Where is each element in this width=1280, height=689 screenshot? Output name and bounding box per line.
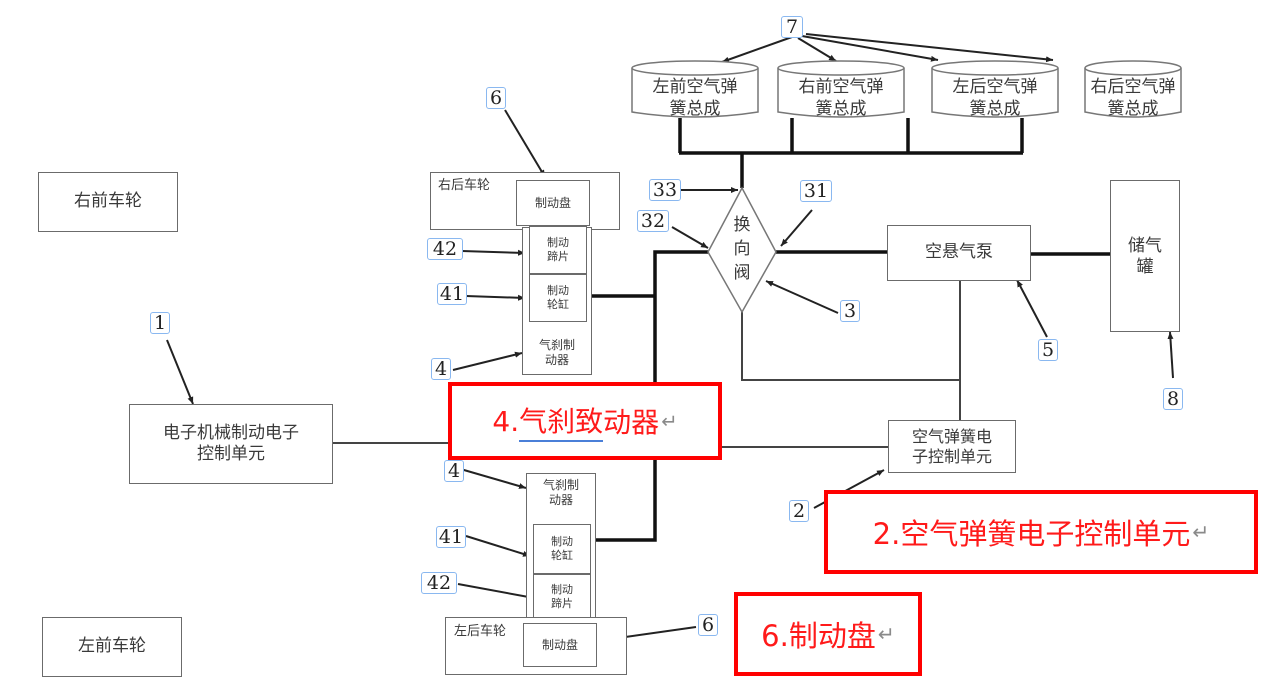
tag-6-bottom: 6 <box>698 614 718 636</box>
cylinder-shape <box>1084 60 1182 118</box>
brake-pad-label-line2: 蹄片 <box>547 250 569 263</box>
cylinder-shape <box>777 60 905 118</box>
tank-label-line2: 罐 <box>1136 257 1154 278</box>
rear-right-wheel-label: 右后车轮 <box>438 178 491 193</box>
wheel-cylinder-bottom: 制动轮缸 <box>533 524 591 574</box>
callout-4-underlined: 气刹致 <box>519 400 604 442</box>
emb-ecu-label-line1: 电子机械制动电子 <box>163 422 299 443</box>
valve-char-3: 阀 <box>733 263 751 283</box>
reversing-valve: 换 向 阀 <box>730 213 754 285</box>
reversing-valve-shape <box>707 186 777 314</box>
rear-left-wheel-label: 左后车轮 <box>454 624 507 639</box>
valve-char-2: 向 <box>733 239 751 259</box>
air-spring-front-left: 左前空气弹簧总成 <box>630 58 760 120</box>
brake-disc-label: 制动盘 <box>541 637 578 652</box>
pump-label: 空悬气泵 <box>925 242 993 263</box>
air-spring-label-line2: 簧总成 <box>969 99 1021 119</box>
tag-1: 1 <box>150 312 170 334</box>
brake-pad-label-line1: 制动 <box>551 583 573 597</box>
air-spring-label-line1: 左前空气弹 <box>652 77 738 97</box>
front-left-wheel: 左前车轮 <box>42 617 182 677</box>
callout-2-text: 2.空气弹簧电子控制单元 <box>872 517 1191 551</box>
emb-ecu-label-line2: 控制单元 <box>197 444 265 464</box>
control-wires <box>333 281 961 448</box>
air-brake-label-line1: 气刹制 <box>538 338 575 352</box>
tag-5: 5 <box>1038 339 1058 361</box>
front-right-wheel-label: 右前车轮 <box>74 191 142 212</box>
air-brake-label-line2: 动器 <box>544 353 569 367</box>
tag-3: 3 <box>840 300 860 322</box>
wheel-cylinder-label-line1: 制动 <box>551 535 573 549</box>
air-ecu-label-line2: 子控制单元 <box>911 446 992 466</box>
tag-4-top: 4 <box>431 358 451 380</box>
wheel-cylinder-label-line2: 轮缸 <box>547 298 569 311</box>
return-mark-icon: ↵ <box>877 622 895 646</box>
tag-2: 2 <box>789 500 809 522</box>
front-right-wheel: 右前车轮 <box>38 172 178 232</box>
tag-4-bottom: 4 <box>444 460 464 482</box>
air-spring-label-line1: 右前空气弹 <box>798 77 884 97</box>
cylinder-shape <box>931 60 1059 118</box>
callout-air-brake-actuator: 4.气刹致动器↵ <box>448 382 722 460</box>
emb-control-unit: 电子机械制动电子控制单元 <box>129 404 333 484</box>
air-spring-label-line1: 左后空气弹 <box>952 77 1038 97</box>
return-mark-icon: ↵ <box>661 409 678 433</box>
tag-33: 33 <box>649 179 681 201</box>
return-mark-icon: ↵ <box>1192 520 1210 544</box>
brake-pad-bottom: 制动蹄片 <box>533 574 591 620</box>
valve-char-1: 换 <box>733 215 751 235</box>
air-brake-label-line2: 动器 <box>548 493 573 507</box>
tag-8: 8 <box>1163 388 1183 410</box>
air-spring-control-unit: 空气弹簧电子控制单元 <box>888 420 1016 473</box>
tag-41-bottom: 41 <box>436 526 466 548</box>
air-tank: 储气罐 <box>1110 180 1180 332</box>
air-spring-label-line2: 簧总成 <box>815 99 867 119</box>
brake-pad-label-line1: 制动 <box>547 236 569 250</box>
air-spring-label-line2: 簧总成 <box>669 99 721 119</box>
air-spring-bus <box>678 118 1024 188</box>
air-spring-label-line2: 簧总成 <box>1107 99 1159 119</box>
air-brake-label-line1: 气刹制 <box>542 478 579 492</box>
callout-brake-disc: 6.制动盘↵ <box>734 592 922 676</box>
callout-air-spring-ecu: 2.空气弹簧电子控制单元↵ <box>824 490 1258 574</box>
tag-42-bottom: 42 <box>421 572 457 594</box>
tag-7: 7 <box>781 16 803 38</box>
callout-4-prefix: 4. <box>492 404 520 438</box>
tag-32: 32 <box>637 210 669 232</box>
callout-6-text: 6.制动盘 <box>761 619 876 653</box>
tag-41-top: 41 <box>437 283 467 305</box>
brake-disc-top: 制动盘 <box>516 180 590 226</box>
wheel-cylinder-label-line1: 制动 <box>547 284 569 298</box>
leader-arrows <box>166 33 1174 643</box>
brake-disc-label: 制动盘 <box>534 195 571 210</box>
tag-6-top: 6 <box>486 87 506 109</box>
front-left-wheel-label: 左前车轮 <box>78 636 146 657</box>
air-ecu-label-line1: 空气弹簧电 <box>911 426 992 446</box>
tag-31: 31 <box>800 180 832 202</box>
cylinder-shape <box>631 60 759 118</box>
air-spring-rear-left: 左后空气弹簧总成 <box>930 58 1060 120</box>
wheel-cylinder-top: 制动轮缸 <box>529 274 587 322</box>
tag-42-top: 42 <box>427 238 463 260</box>
air-spring-front-right: 右前空气弹簧总成 <box>776 58 906 120</box>
air-spring-rear-right: 右后空气弹簧总成 <box>1083 58 1183 120</box>
tank-label-line1: 储气 <box>1128 236 1162 256</box>
brake-pad-label-line2: 蹄片 <box>551 597 573 610</box>
wheel-cylinder-label-line2: 轮缸 <box>551 549 573 562</box>
air-spring-label-line1: 右后空气弹 <box>1090 77 1176 97</box>
callout-4-rest: 动器 <box>603 406 660 439</box>
brake-pad-top: 制动蹄片 <box>529 226 587 274</box>
brake-disc-bottom: 制动盘 <box>523 623 597 667</box>
air-suspension-pump: 空悬气泵 <box>887 225 1031 281</box>
